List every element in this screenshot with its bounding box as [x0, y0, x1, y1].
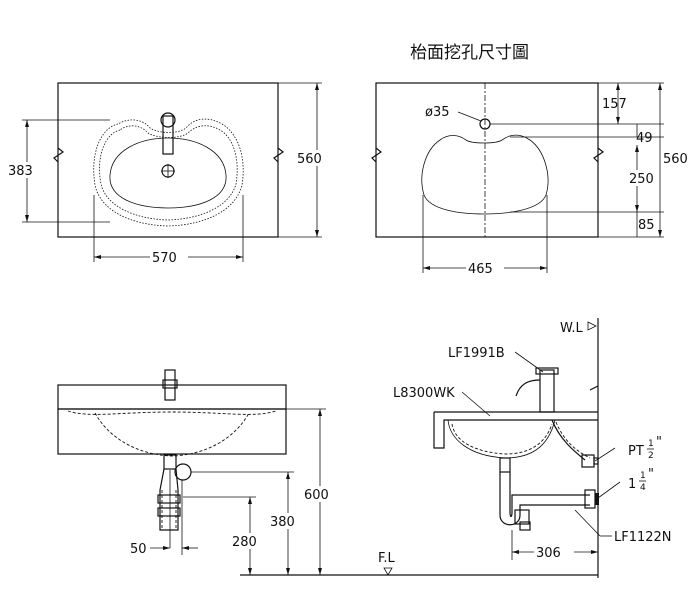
- basin-outer-rim: [93, 118, 244, 227]
- cutout-countertop: [375, 82, 599, 238]
- dim-600: 600: [304, 488, 329, 503]
- dim-560-left: 560: [297, 152, 322, 167]
- wall-level-label: W.L: [560, 321, 583, 336]
- side-faucet: [539, 369, 555, 413]
- basin-bowl: [109, 137, 227, 209]
- dim-49: 49: [636, 131, 653, 146]
- pipe-whole: 1: [628, 477, 636, 492]
- pipe-numerator: 1: [640, 471, 646, 481]
- dim-383: 383: [8, 164, 33, 179]
- front-faucet: [164, 369, 176, 401]
- dim-hole-diameter: ø35: [425, 105, 450, 120]
- dim-380: 380: [270, 515, 295, 530]
- faucet-model-label: LF1991B: [448, 346, 505, 361]
- countertop-outline: [57, 82, 279, 238]
- pt-unit: ": [656, 435, 662, 450]
- cutout-view: ø35 157 49 250 85 560: [371, 82, 696, 277]
- dim-280: 280: [232, 535, 257, 550]
- basin-top-view: 383 560 570: [8, 82, 330, 266]
- front-countertop: [57, 384, 287, 410]
- dim-157: 157: [602, 97, 627, 112]
- pt-denominator: 2: [648, 451, 654, 461]
- dim-306: 306: [536, 546, 561, 561]
- dim-85: 85: [638, 218, 655, 233]
- dim-50: 50: [130, 542, 147, 557]
- dim-570: 570: [152, 251, 177, 266]
- pipe-unit: ": [648, 467, 654, 482]
- floor-level-label: F.L: [378, 551, 396, 566]
- dim-250: 250: [629, 172, 654, 187]
- floor-marker-icon: [383, 567, 393, 576]
- wall-marker-icon: [587, 321, 597, 331]
- dim-560-right: 560: [663, 152, 688, 167]
- dim-465: 465: [468, 262, 493, 277]
- trap-model-label: LF1122N: [614, 530, 672, 545]
- side-elevation: W.L LF1991B L8300WK PT 1 2 ": [393, 318, 672, 578]
- cutout-shape: [421, 134, 549, 215]
- pt-numerator: 1: [648, 439, 654, 449]
- pipe-denominator: 4: [640, 483, 646, 493]
- side-countertop: [433, 411, 598, 449]
- basin-model-label: L8300WK: [393, 386, 455, 401]
- faucet-body: [162, 115, 174, 155]
- pt-prefix: PT: [628, 444, 644, 459]
- front-elevation: 50 280 380 600: [57, 369, 340, 575]
- drawing-title: 枱面挖孔尺寸圖: [410, 43, 529, 63]
